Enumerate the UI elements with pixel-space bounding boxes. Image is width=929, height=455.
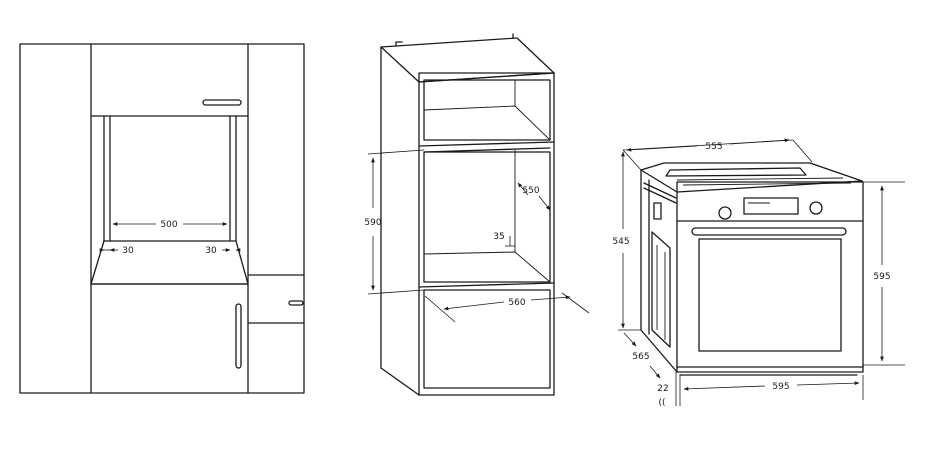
dim-width-500: 500: [160, 220, 177, 230]
dim-right-gap-30: 30: [205, 246, 217, 256]
dim-door-22: 22: [657, 384, 668, 394]
dim-bottom-width-595: 595: [772, 382, 789, 392]
dim-gap-35: 35: [493, 232, 504, 242]
dim-depth-550: 550: [522, 186, 539, 196]
cabinet-3d-view: 590 550 35 560: [364, 33, 590, 396]
dim-side-height-545: 545: [612, 237, 629, 247]
dim-left-gap-30: 30: [122, 246, 134, 256]
oven-window: [698, 238, 842, 352]
door-clearance-mark: ((: [658, 398, 665, 408]
oven-view: 555 545 595 565 22 (( 595: [612, 138, 905, 408]
dim-front-height-595: 595: [873, 272, 890, 282]
lower-cabinet-handle: [235, 303, 242, 369]
dim-width-560: 560: [508, 298, 525, 308]
oven-top-vent: [665, 167, 807, 177]
dim-top-width-555: 555: [705, 142, 722, 152]
oven-display: [743, 197, 799, 215]
upper-cabinet-handle: [202, 99, 242, 106]
drawer-handle: [288, 300, 304, 306]
dim-niche-height-590: 590: [364, 218, 381, 228]
oven-door-handle: [691, 227, 847, 236]
cabinet-front-view: 500 30 30: [19, 43, 305, 394]
right-knob-icon: [809, 201, 823, 215]
left-knob-icon: [718, 206, 732, 220]
dim-depth-565: 565: [632, 352, 649, 362]
